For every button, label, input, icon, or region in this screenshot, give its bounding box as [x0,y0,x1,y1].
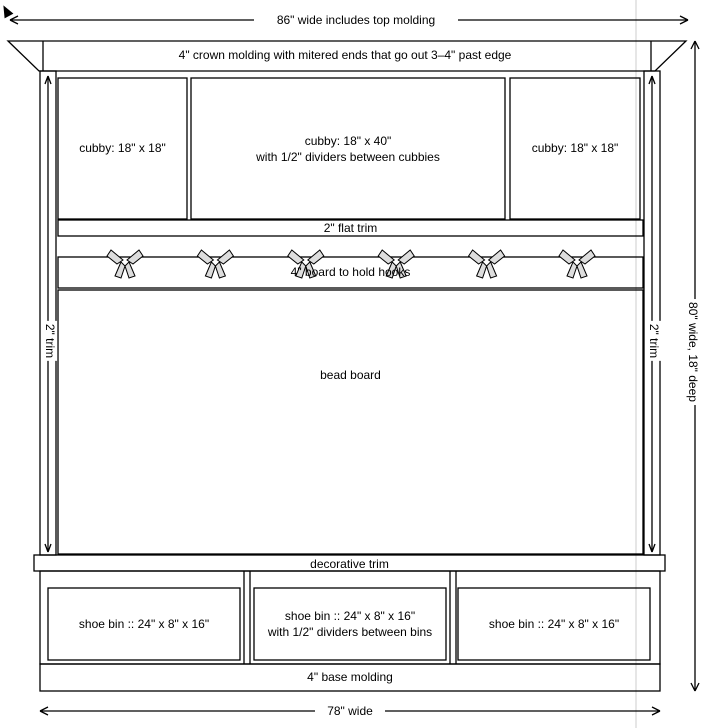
cubby-right-label: cubby: 18" x 18" [531,141,619,155]
coat-hook-icon [106,249,144,279]
crown-molding-label: 4" crown molding with mitered ends that … [178,48,512,62]
decorative-trim-label: decorative trim [310,557,389,571]
side-dimension-label: 80" wide, 18" deep [685,299,700,405]
shoe-bin-center-label-line2: with 1/2" dividers between bins [267,625,433,639]
top-width-arrow-right [679,15,689,25]
cubby-right-box [509,77,641,220]
shoe-bin-right-label: shoe bin :: 24" x 8" x 16" [488,617,620,631]
bead-board-panel [57,289,644,555]
trim-right-arrow-top [648,75,656,85]
cubby-center-label-line2: with 1/2" dividers between cubbies [256,150,440,164]
base-molding-label: 4" base molding [307,670,393,684]
trim-left-arrow-top [44,75,52,85]
shoe-bin-left-label: shoe bin :: 24" x 8" x 16" [78,617,210,631]
coat-hook-icon [196,249,235,279]
shoe-bin-center-label-line1: shoe bin :: 24" x 8" x 16" [284,609,416,623]
flat-trim-label: 2" flat trim [323,221,378,235]
cubby-left-box [57,77,188,220]
bottom-width-arrow-right [651,706,661,716]
trim-left-arrow-bottom [44,543,52,553]
coat-hook-icon [287,249,325,279]
side-dimension-arrow-top [690,40,700,50]
shoe-bin-left-box [47,587,241,661]
base-molding [39,663,661,692]
cubby-left-label: cubby: 18" x 18" [79,141,166,155]
bottom-width-arrow-left [39,706,49,716]
side-dimension-arrow-bottom [690,682,700,692]
top-width-arrow-left [9,15,19,25]
hook-board-label: 4" board to hold hooks [290,265,411,279]
cubby-center-box [190,77,506,220]
trim-left-label: 2" trim [43,320,58,362]
bottom-width-label: 78" wide [315,704,385,718]
coat-hook-icon [467,249,506,279]
coat-hook-icon [377,249,415,279]
trim-right-label: 2" trim [647,320,662,362]
cubby-center-label-line1: cubby: 18" x 40" [304,134,392,148]
trim-right-arrow-bottom [648,543,656,553]
shoe-bin-right-box [457,587,651,661]
top-width-label: 86" wide includes top molding [254,13,458,27]
hooks-group [106,249,596,279]
shoe-bin-center-box [253,587,447,661]
coat-hook-icon [558,249,596,279]
bead-board-label: bead board [320,368,381,382]
hook-board [57,256,644,289]
flat-trim [57,219,644,237]
